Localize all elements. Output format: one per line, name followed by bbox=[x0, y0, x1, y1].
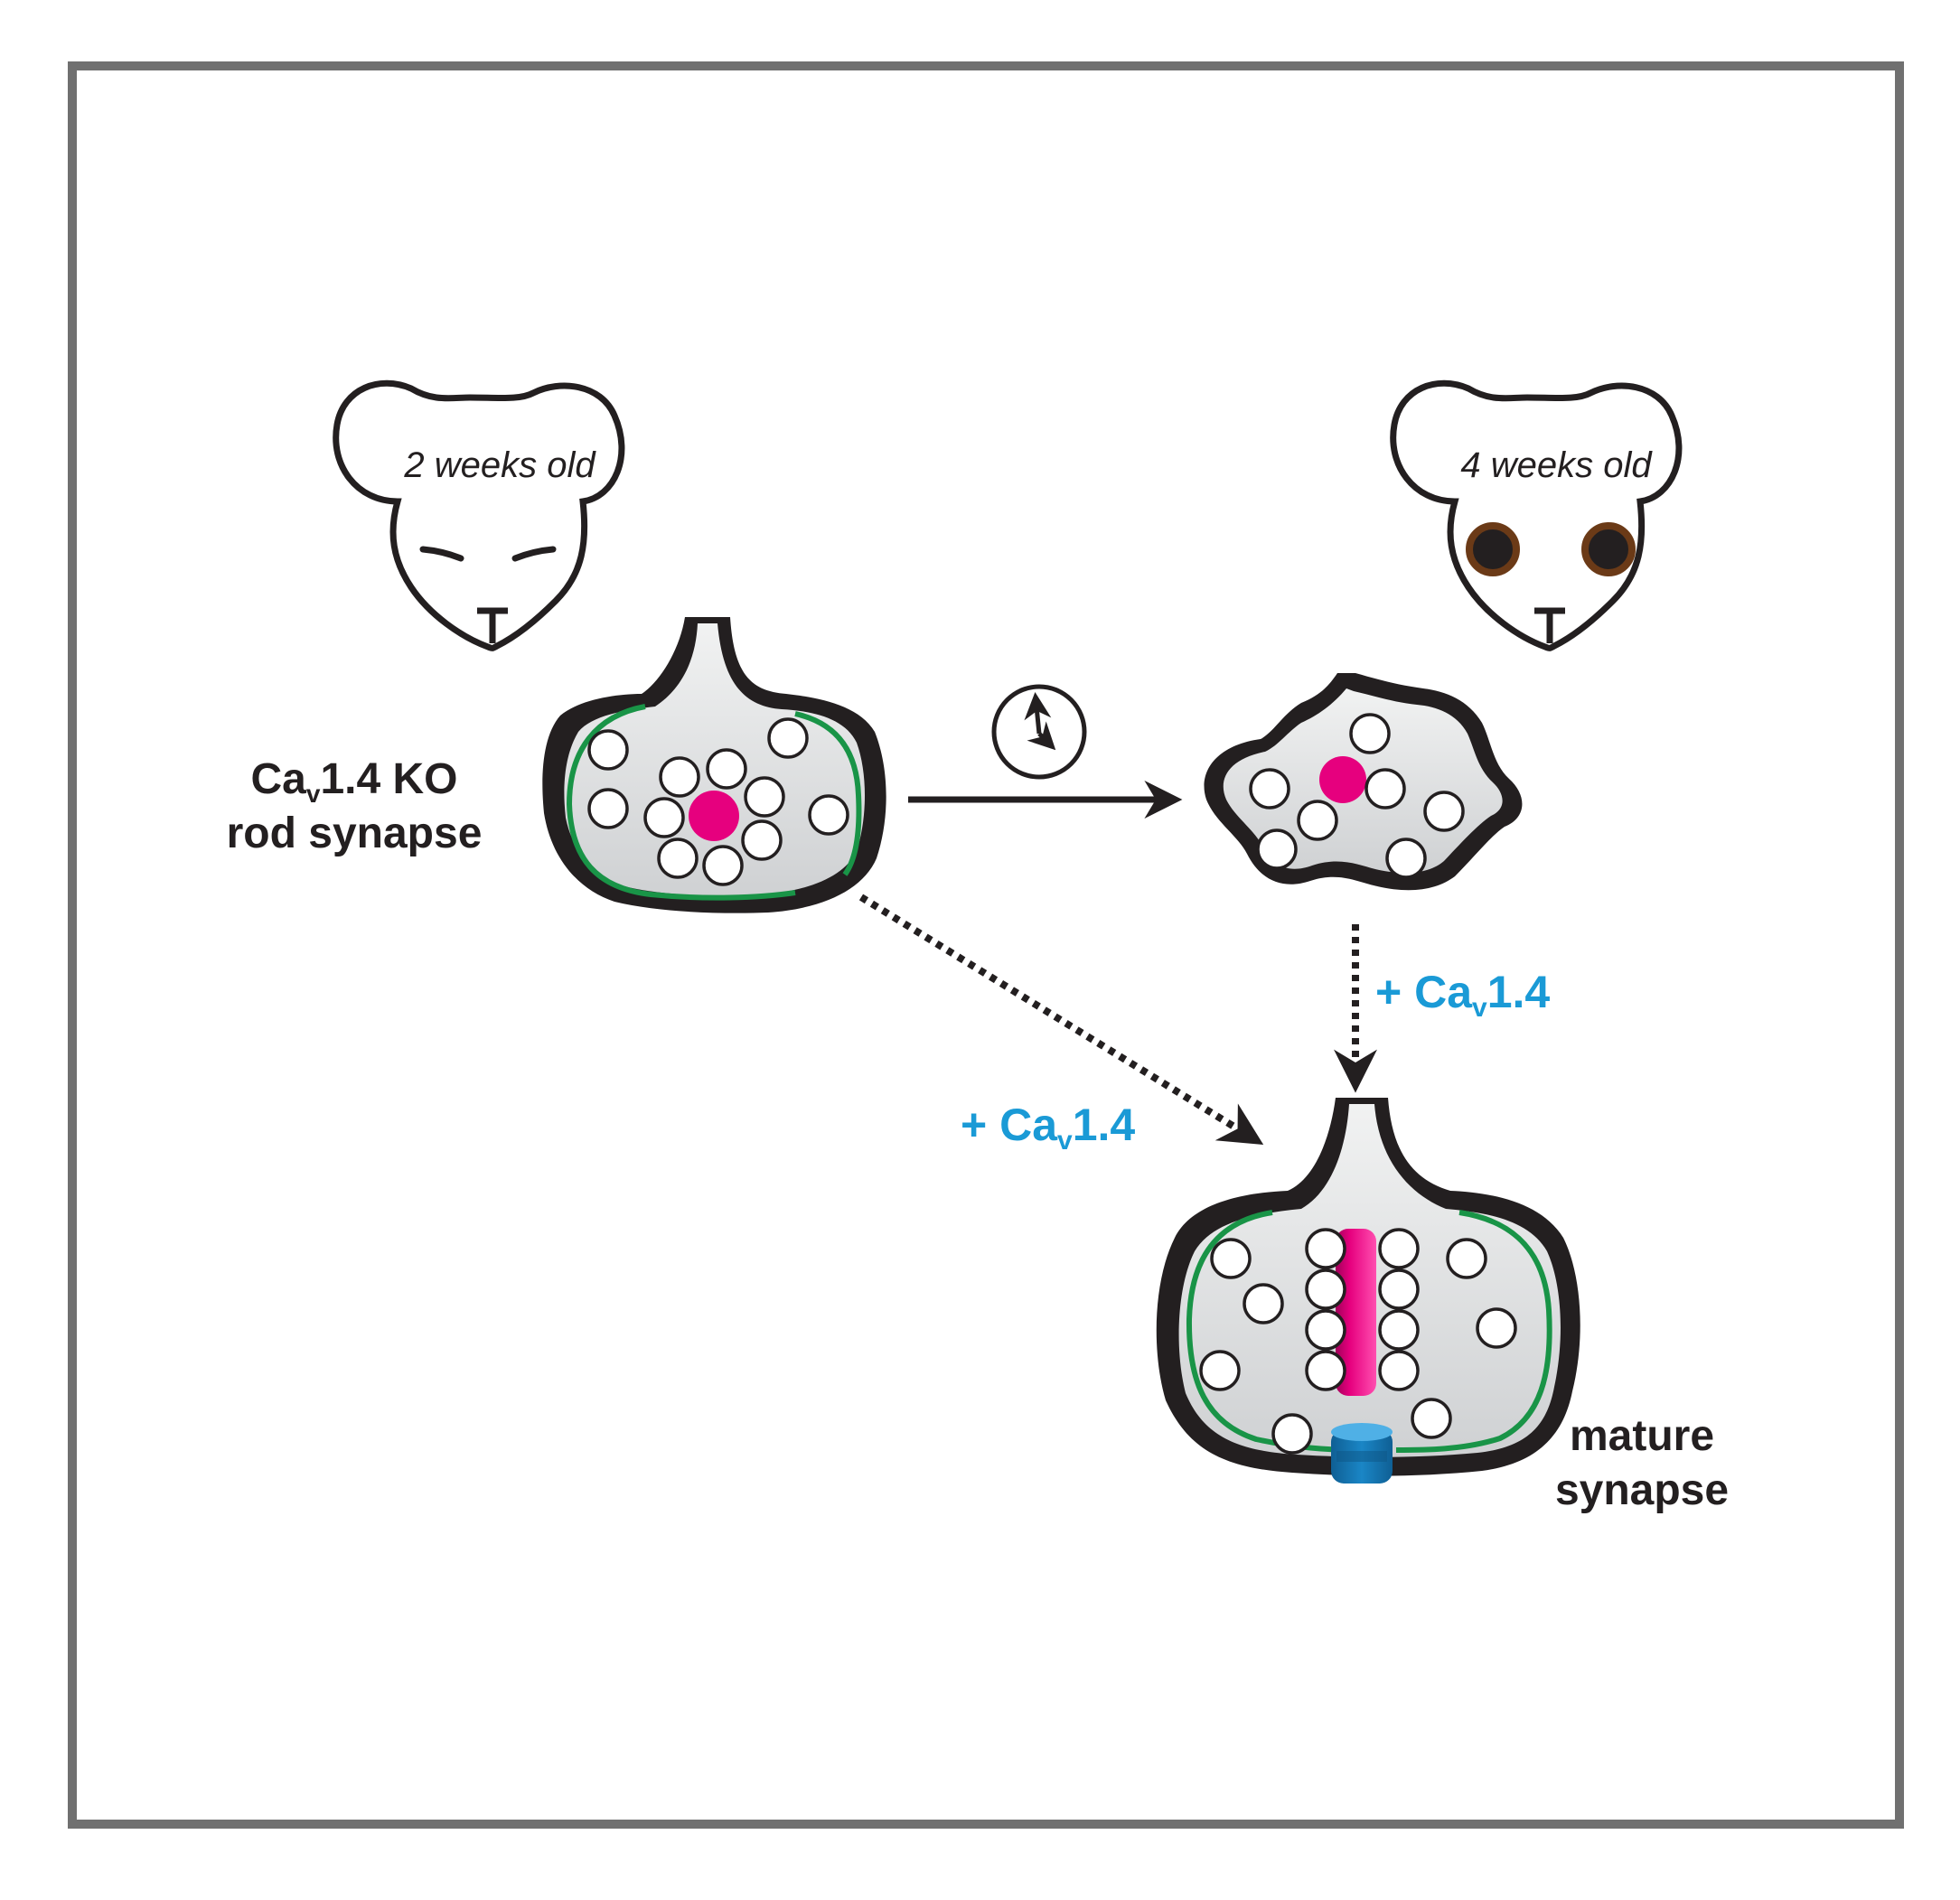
synaptic-vesicles bbox=[1199, 1228, 1517, 1455]
calcium-channel-icon bbox=[1331, 1423, 1393, 1483]
rescue-label-left: + Cav1.4 bbox=[961, 1100, 1135, 1156]
degenerated-synapse bbox=[1204, 673, 1523, 891]
ribbon-spheroid bbox=[689, 791, 739, 841]
label-part: Ca bbox=[251, 755, 307, 803]
open-eye-left-icon bbox=[1466, 522, 1520, 576]
ko-rod-synapse bbox=[542, 617, 886, 913]
mouse-head-outline bbox=[1390, 379, 1683, 651]
closed-eye-right-icon bbox=[511, 546, 557, 562]
label-subscript: v bbox=[1057, 1126, 1073, 1156]
label-subscript: v bbox=[306, 780, 321, 808]
active-zone-right bbox=[794, 711, 862, 876]
label-part: + Ca bbox=[961, 1100, 1058, 1150]
label-part: 1.4 bbox=[1487, 967, 1551, 1017]
label-part: 1.4 KO bbox=[320, 755, 457, 803]
ko-synapse-label-line1: Cav1.4 KO bbox=[251, 755, 458, 808]
mature-synapse-label-line2: synapse bbox=[1555, 1466, 1729, 1514]
age-label-young: 2 weeks old bbox=[403, 445, 596, 485]
age-label-old: 4 weeks old bbox=[1460, 445, 1653, 485]
mature-synapse-label-line1: mature bbox=[1570, 1412, 1714, 1460]
label-part: + Ca bbox=[1375, 967, 1473, 1017]
mouse-4-weeks: 4 weeks old bbox=[1390, 379, 1683, 651]
rescue-arrow-diagonal bbox=[858, 894, 1264, 1146]
synaptic-vesicles bbox=[587, 717, 849, 886]
active-zone-left bbox=[566, 704, 796, 901]
synaptic-ribbon bbox=[1336, 1229, 1376, 1396]
active-zone-right bbox=[1395, 1210, 1552, 1453]
mature-rod-synapse bbox=[1156, 1098, 1580, 1483]
label-part: 1.4 bbox=[1073, 1100, 1136, 1150]
mouse-nose-mouth bbox=[477, 607, 508, 643]
label-subscript: v bbox=[1472, 993, 1487, 1023]
synaptic-vesicles bbox=[1249, 713, 1465, 879]
mouse-2-weeks: 2 weeks old bbox=[333, 379, 625, 651]
rescue-label-right: + Cav1.4 bbox=[1375, 967, 1550, 1023]
ribbon-spheroid bbox=[1319, 756, 1366, 803]
clock-icon bbox=[991, 684, 1087, 780]
closed-eye-left-icon bbox=[419, 546, 464, 562]
mouse-nose-mouth bbox=[1534, 607, 1565, 643]
open-eye-right-icon bbox=[1581, 522, 1636, 576]
mouse-head-outline bbox=[333, 379, 625, 651]
ko-synapse-label-line2: rod synapse bbox=[227, 810, 483, 857]
figure-frame bbox=[68, 61, 1904, 1829]
